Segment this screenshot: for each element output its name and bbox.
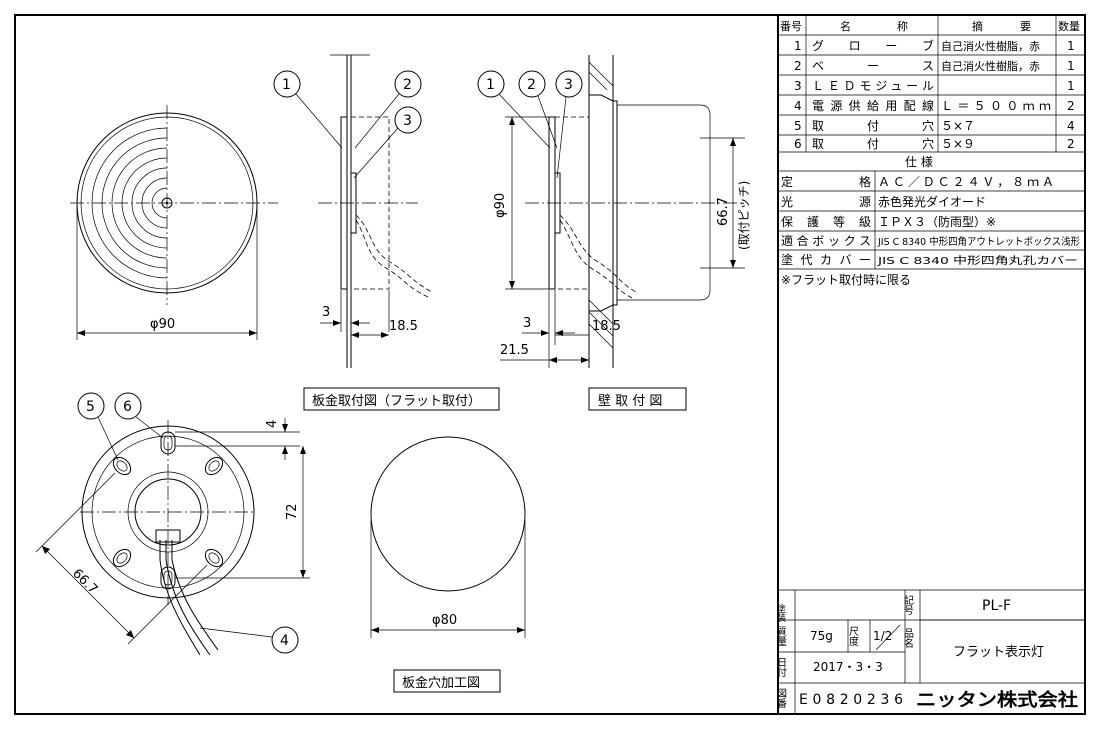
- hdr-sum-2: 要: [1020, 20, 1031, 33]
- spec-row4-label: 適合ボックス: [781, 233, 871, 248]
- flat-caption-box: [303, 387, 500, 411]
- balloon-6: 6: [123, 399, 132, 415]
- row6-name: 取 付 穴: [812, 136, 934, 151]
- row6-no: 6: [794, 137, 802, 151]
- wall-total-21-5: 21.5: [500, 343, 529, 358]
- slot-4-label: 4: [265, 420, 280, 428]
- balloon-2-flat: 2: [403, 77, 412, 93]
- flat-mount-view: 3 18.5: [273, 54, 433, 368]
- row5-name: 取 付 穴: [812, 118, 934, 133]
- scale-label: 尺度: [847, 626, 859, 647]
- row4-name: 電源供給用配線: [812, 98, 934, 113]
- row2-qty: 1: [1067, 59, 1075, 73]
- balloon-5: 5: [86, 399, 95, 415]
- wall-mount-view: φ90 66.7 (取付ピッチ) 3 18.5 21.5: [477, 55, 751, 368]
- wall-offset-3: 3: [523, 316, 531, 331]
- row2-no: 2: [794, 59, 802, 73]
- back-view: 4 72 66.7: [35, 392, 310, 656]
- sheet-border: [14, 14, 1086, 715]
- row4-qty: 2: [1067, 99, 1075, 113]
- row6-spec: ５×９: [941, 137, 975, 151]
- row3-name: ＬＥＤモジュール: [812, 79, 934, 93]
- spec-table: 仕 様 定 格 ＡＣ／ＤＣ２４Ｖ，８ｍＡ 光 源 赤色発光ダイオード 保 護 等…: [781, 155, 1080, 287]
- row3-no: 3: [794, 79, 802, 93]
- row4-spec: Ｌ＝５００ｍｍ: [941, 99, 1051, 113]
- row3-qty: 1: [1067, 79, 1075, 93]
- side-diameter-label: φ90: [493, 193, 508, 218]
- spec-row4-value: JIS C 8340 中形四角アウトレットボックス浅形: [877, 235, 1080, 248]
- flat-offset-3: 3: [322, 305, 330, 320]
- diag-66-7-label: 66.7: [69, 566, 100, 597]
- height-72-label: 72: [285, 503, 300, 520]
- row2-name: ベ ー ス: [812, 59, 934, 73]
- hole-process-caption: 板金穴加工図: [402, 675, 480, 691]
- row1-name: グ ロ ー ブ: [812, 38, 934, 53]
- flat-mount-caption: 板金取付図（フラット取付）: [312, 393, 481, 409]
- row1-no: 1: [794, 39, 802, 53]
- row5-no: 5: [794, 119, 802, 133]
- row1-spec: 自己消火性樹脂，赤: [941, 39, 1040, 53]
- row1-qty: 1: [1067, 39, 1075, 53]
- front-diameter-label: φ90: [150, 317, 175, 332]
- pitch-66-7: 66.7: [716, 197, 731, 226]
- front-view: φ90: [70, 105, 278, 340]
- spec-row1-value: ＡＣ／ＤＣ２４Ｖ，８ｍＡ: [878, 175, 1054, 189]
- weight-label: 質量: [775, 625, 787, 646]
- spec-title: 仕 様: [905, 155, 933, 169]
- hdr-name-1: 名: [840, 19, 851, 33]
- product-name: フラット表示灯: [953, 645, 1044, 660]
- pitch-note: (取付ピッチ): [737, 181, 751, 250]
- balloon-3-flat: 3: [403, 113, 412, 129]
- balloon-4: 4: [280, 633, 289, 649]
- parts-table: 番号 名 称 摘 要 数量 1 グ ロ ー ブ 自己消火性樹脂，赤 1 2 ベ …: [778, 15, 1085, 270]
- row6-qty: 2: [1067, 137, 1075, 151]
- drawing-label: 図番: [775, 688, 787, 709]
- spec-row5-label: 塗代カバー: [781, 252, 871, 267]
- balloon-3-wall: 3: [564, 77, 573, 93]
- hole-diameter-label: φ80: [432, 613, 457, 628]
- mark-label: 記号: [902, 594, 914, 616]
- date-label: 日付: [775, 657, 787, 678]
- title-block: 塗装 記号 質量 尺度 品名 日付 図番 PL-F 75g 1/2 フラット表示…: [775, 589, 1085, 714]
- spec-row3-value: ＩＰＸ３（防雨型）※: [878, 214, 996, 229]
- scale-value: 1/2: [873, 629, 892, 643]
- spec-note: ※フラット取付時に限る: [781, 273, 911, 287]
- wall-caption-box: [588, 387, 687, 411]
- drawing-number: E0820236: [799, 692, 903, 708]
- row5-qty: 4: [1067, 119, 1075, 133]
- row4-no: 4: [794, 99, 802, 113]
- spec-row2-value: 赤色発光ダイオード: [878, 194, 986, 209]
- hdr-no: 番号: [780, 20, 802, 33]
- model-code: PL-F: [982, 598, 1011, 614]
- coating-label: 塗装: [775, 603, 786, 623]
- hole-caption-box: [393, 669, 501, 693]
- spec-row5-value: JIS C 8340 中形四角丸孔カバー: [877, 254, 1078, 267]
- hdr-qty: 数量: [1058, 20, 1080, 33]
- company-name: ニッタン株式会社: [916, 689, 1078, 711]
- balloon-2-wall: 2: [527, 77, 536, 93]
- date-value: 2017・3・3: [813, 660, 883, 674]
- product-label: 品名: [902, 628, 914, 649]
- hdr-sum-1: 摘: [972, 19, 983, 33]
- flat-depth-18-5: 18.5: [389, 319, 418, 334]
- wall-mount-caption: 壁 取 付 図: [598, 394, 662, 409]
- weight-value: 75g: [810, 629, 833, 643]
- balloon-1-flat: 1: [282, 77, 291, 93]
- row5-spec: ５×７: [941, 119, 975, 133]
- wall-depth-18-5: 18.5: [592, 319, 621, 334]
- spec-row2-label: 光 源: [781, 195, 871, 209]
- hdr-name-2: 称: [897, 19, 908, 33]
- spec-row3-label: 保 護 等 級: [781, 214, 871, 229]
- hole-view: φ80: [370, 436, 526, 638]
- spec-row1-label: 定 格: [781, 174, 871, 189]
- balloon-1-wall: 1: [486, 77, 495, 93]
- row2-spec: 自己消火性樹脂，赤: [941, 59, 1040, 73]
